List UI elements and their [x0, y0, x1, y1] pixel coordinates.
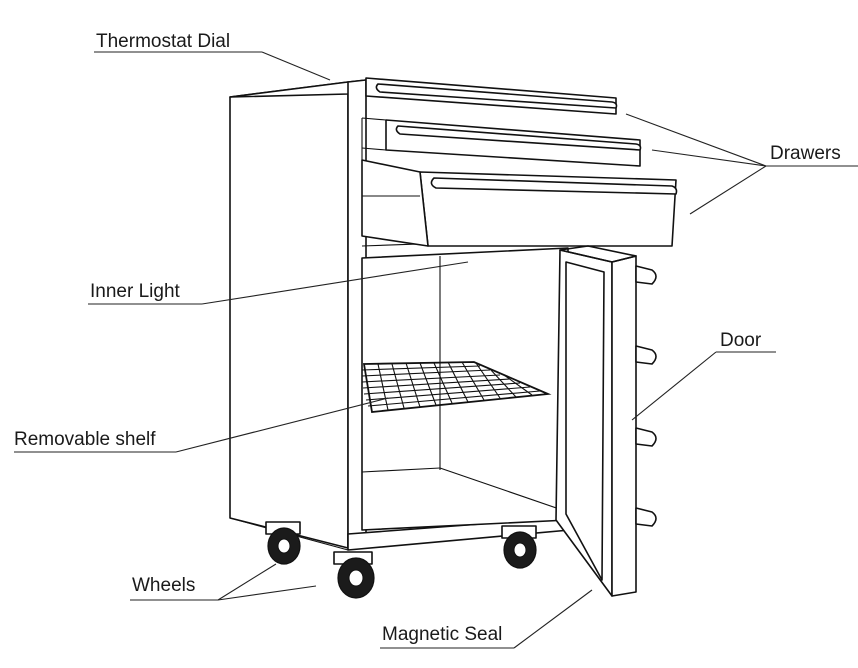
- wheels: [265, 521, 537, 599]
- door-shelf-4: [635, 507, 657, 527]
- drawers: [361, 77, 678, 247]
- door-shelf-1: [635, 265, 657, 285]
- label-drawers: Drawers: [770, 143, 841, 164]
- leader-lines: [14, 51, 858, 649]
- top-surface: [229, 79, 367, 98]
- magnetic-seal-gasket: [565, 261, 605, 581]
- drawer-3-handle: [430, 177, 678, 195]
- label-inner-light: Inner Light: [90, 281, 181, 302]
- wheel-back-right: [501, 525, 537, 569]
- label-removable-shelf: Removable shelf: [14, 429, 156, 450]
- drawer-2-handle: [395, 125, 642, 151]
- removable-shelf: [361, 361, 552, 413]
- cabinet-body: [229, 79, 593, 551]
- label-magnetic-seal: Magnetic Seal: [382, 624, 502, 645]
- door-shelf-2: [635, 345, 657, 365]
- label-door: Door: [720, 330, 762, 351]
- door: [555, 245, 657, 597]
- callout-labels: Thermostat Dial Drawers Inner Light Door…: [14, 31, 841, 645]
- wheel-front-left: [333, 551, 375, 599]
- drawer-1-handle: [375, 83, 618, 109]
- label-thermostat-dial: Thermostat Dial: [96, 31, 230, 52]
- left-side-panel: [229, 81, 349, 549]
- label-wheels: Wheels: [132, 575, 195, 596]
- door-edge: [611, 255, 637, 597]
- door-shelf-3: [635, 427, 657, 447]
- wheel-back-left: [265, 521, 301, 565]
- drawer-3-side: [361, 159, 429, 247]
